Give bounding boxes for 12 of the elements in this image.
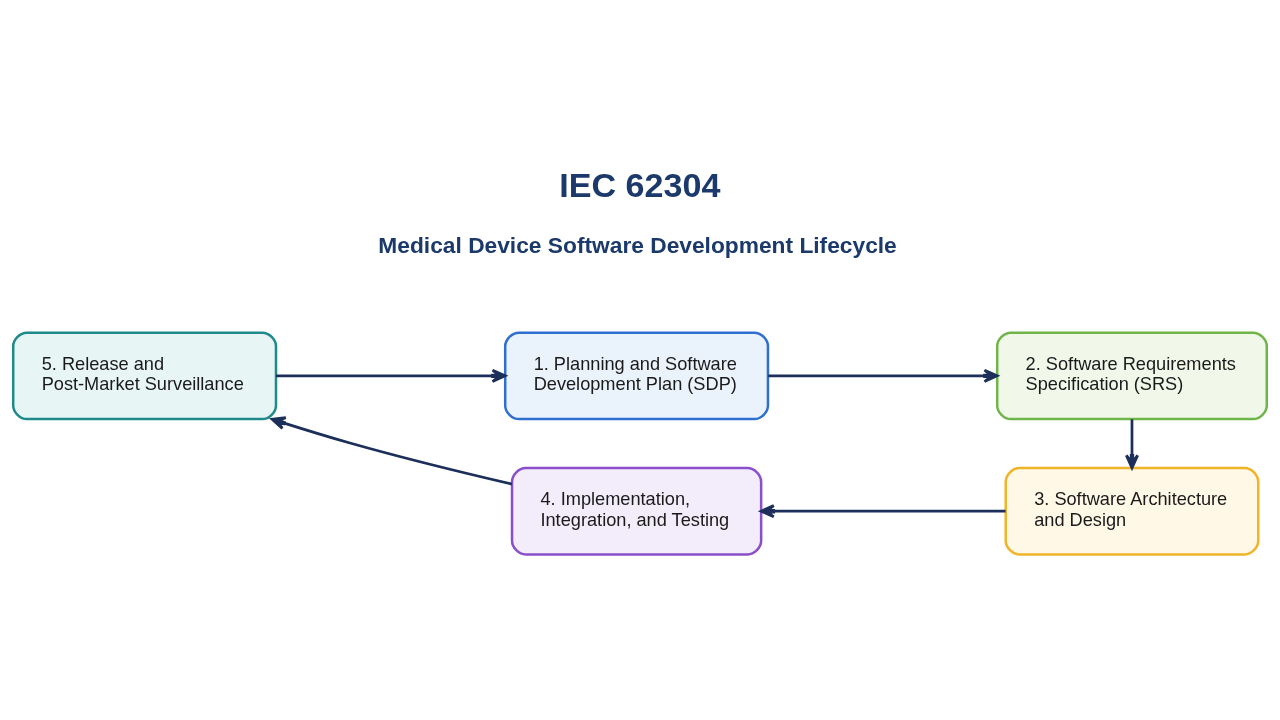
node-box: 2. Software Requirements Specification (SRS) (995, 330, 1269, 420)
arrow (1125, 418, 1139, 469)
node-box: 3. Software Architecture and Design (1004, 466, 1260, 556)
diagram-title: IEC 62304 (559, 165, 721, 204)
arrow (270, 415, 513, 485)
node-box: 1. Planning and Software Development Plan (SDP) (503, 330, 770, 420)
arrow (276, 368, 507, 383)
node-box: 4. Implementation, Integration, and Testing (510, 466, 763, 556)
label: Medical Device Software Development Lifecycle (378, 231, 897, 258)
arrow (768, 368, 999, 383)
node-box: 5. Release and Post-Market Surveillance (11, 330, 278, 420)
arrow (759, 503, 1006, 518)
